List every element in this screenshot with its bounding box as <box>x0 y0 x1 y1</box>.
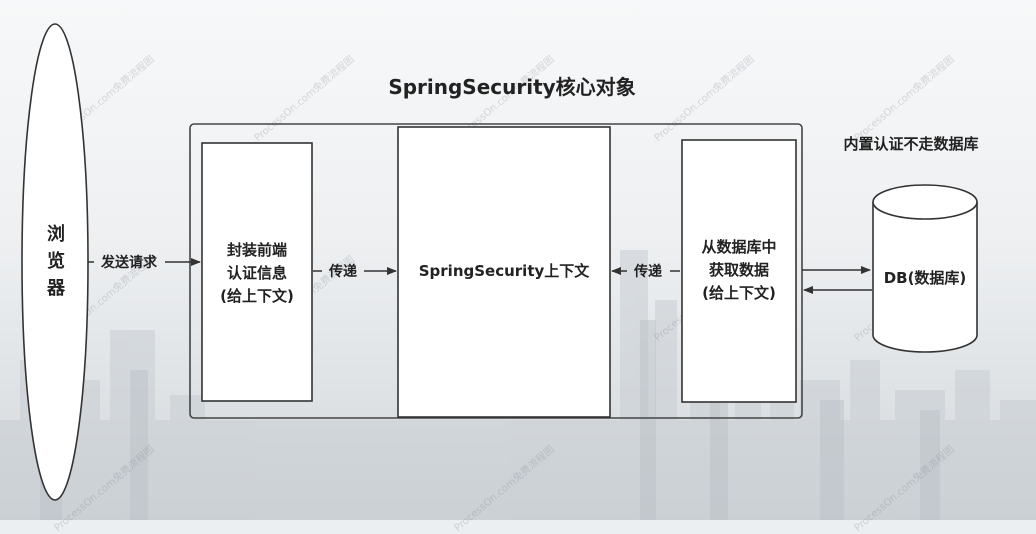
send-request-label: 发送请求 <box>100 254 158 271</box>
database-cylinder-body <box>872 202 978 353</box>
fetch-db-label-line: 获取数据 <box>709 261 769 279</box>
wrap-auth-label-line: 认证信息 <box>227 264 287 282</box>
fetch-db-label-line: 从数据库中 <box>701 238 776 256</box>
database-label: DB(数据库) <box>884 269 967 287</box>
wrap-auth-box[interactable] <box>201 142 313 402</box>
browser-label-line: 览 <box>47 250 65 272</box>
database-node[interactable] <box>872 184 978 353</box>
browser-label-line: 浏 <box>47 223 65 245</box>
browser-label-line: 器 <box>46 278 66 299</box>
builtin-auth-note: 内置认证不走数据库 <box>843 135 978 153</box>
pass-back-label: 传递 <box>633 263 662 280</box>
core-objects-container <box>189 123 803 419</box>
fetch-db-label-line: (给上下文) <box>702 284 776 302</box>
database-cylinder-top <box>872 184 978 220</box>
pass-label: 传递 <box>328 263 357 280</box>
flow-diagram: SpringSecurity核心对象 浏 览 器 封装前端 认证信息 (给上下文… <box>21 23 979 501</box>
wrap-auth-label-line: (给上下文) <box>220 287 294 305</box>
security-context-box[interactable] <box>397 126 611 418</box>
security-context-label: SpringSecurity上下文 <box>419 262 591 280</box>
wrap-auth-label-line: 封装前端 <box>227 241 287 259</box>
diagram-title: SpringSecurity核心对象 <box>388 75 635 99</box>
fetch-db-box[interactable] <box>681 139 797 403</box>
